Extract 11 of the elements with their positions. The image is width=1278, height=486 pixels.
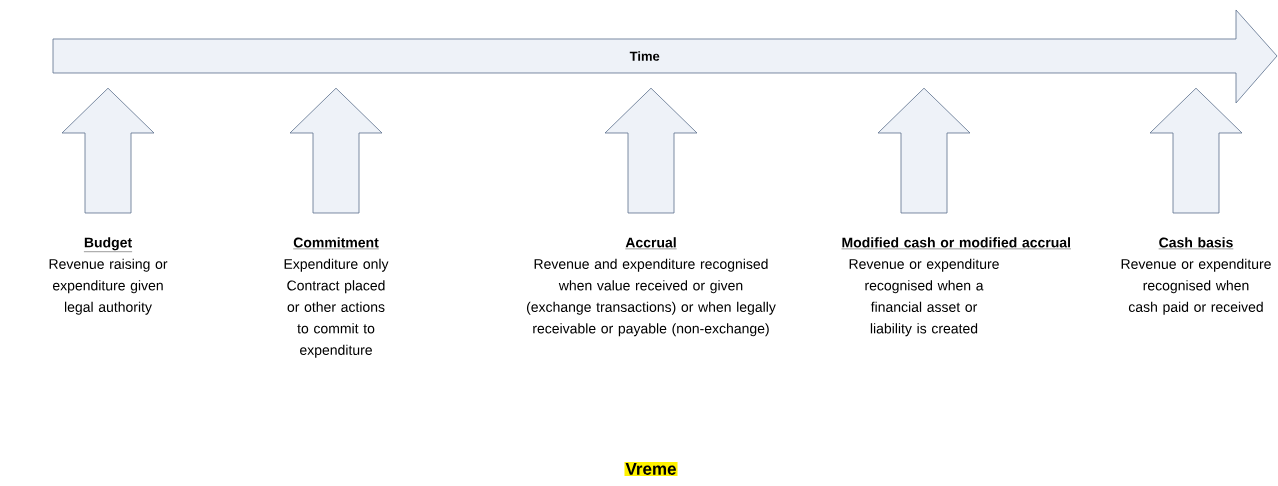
highlighted-text: Vreme	[624, 462, 678, 476]
block-arrow	[61, 87, 155, 214]
block-arrow	[604, 87, 698, 214]
description-text: Commitment Expenditure only Contract placed or other actions to commit to expenditure	[284, 237, 389, 358]
block-arrow	[289, 87, 383, 214]
description-text: Accrual Revenue and expenditure recognised when value received or given (exchange transactions) or when legally receivable or payable (non-exchange)	[526, 237, 776, 337]
description-text: Budget Revenue raising or expenditure given legal authority	[49, 237, 168, 315]
block-arrow	[877, 87, 971, 214]
description-text: Cash basis Revenue or expenditure recognised when cash paid or received	[1121, 237, 1271, 315]
block-arrow	[1149, 87, 1243, 214]
description-text: Modified cash or modified accrual Revenue or expenditure recognised when a financial asset or liability is created	[841, 237, 1072, 337]
